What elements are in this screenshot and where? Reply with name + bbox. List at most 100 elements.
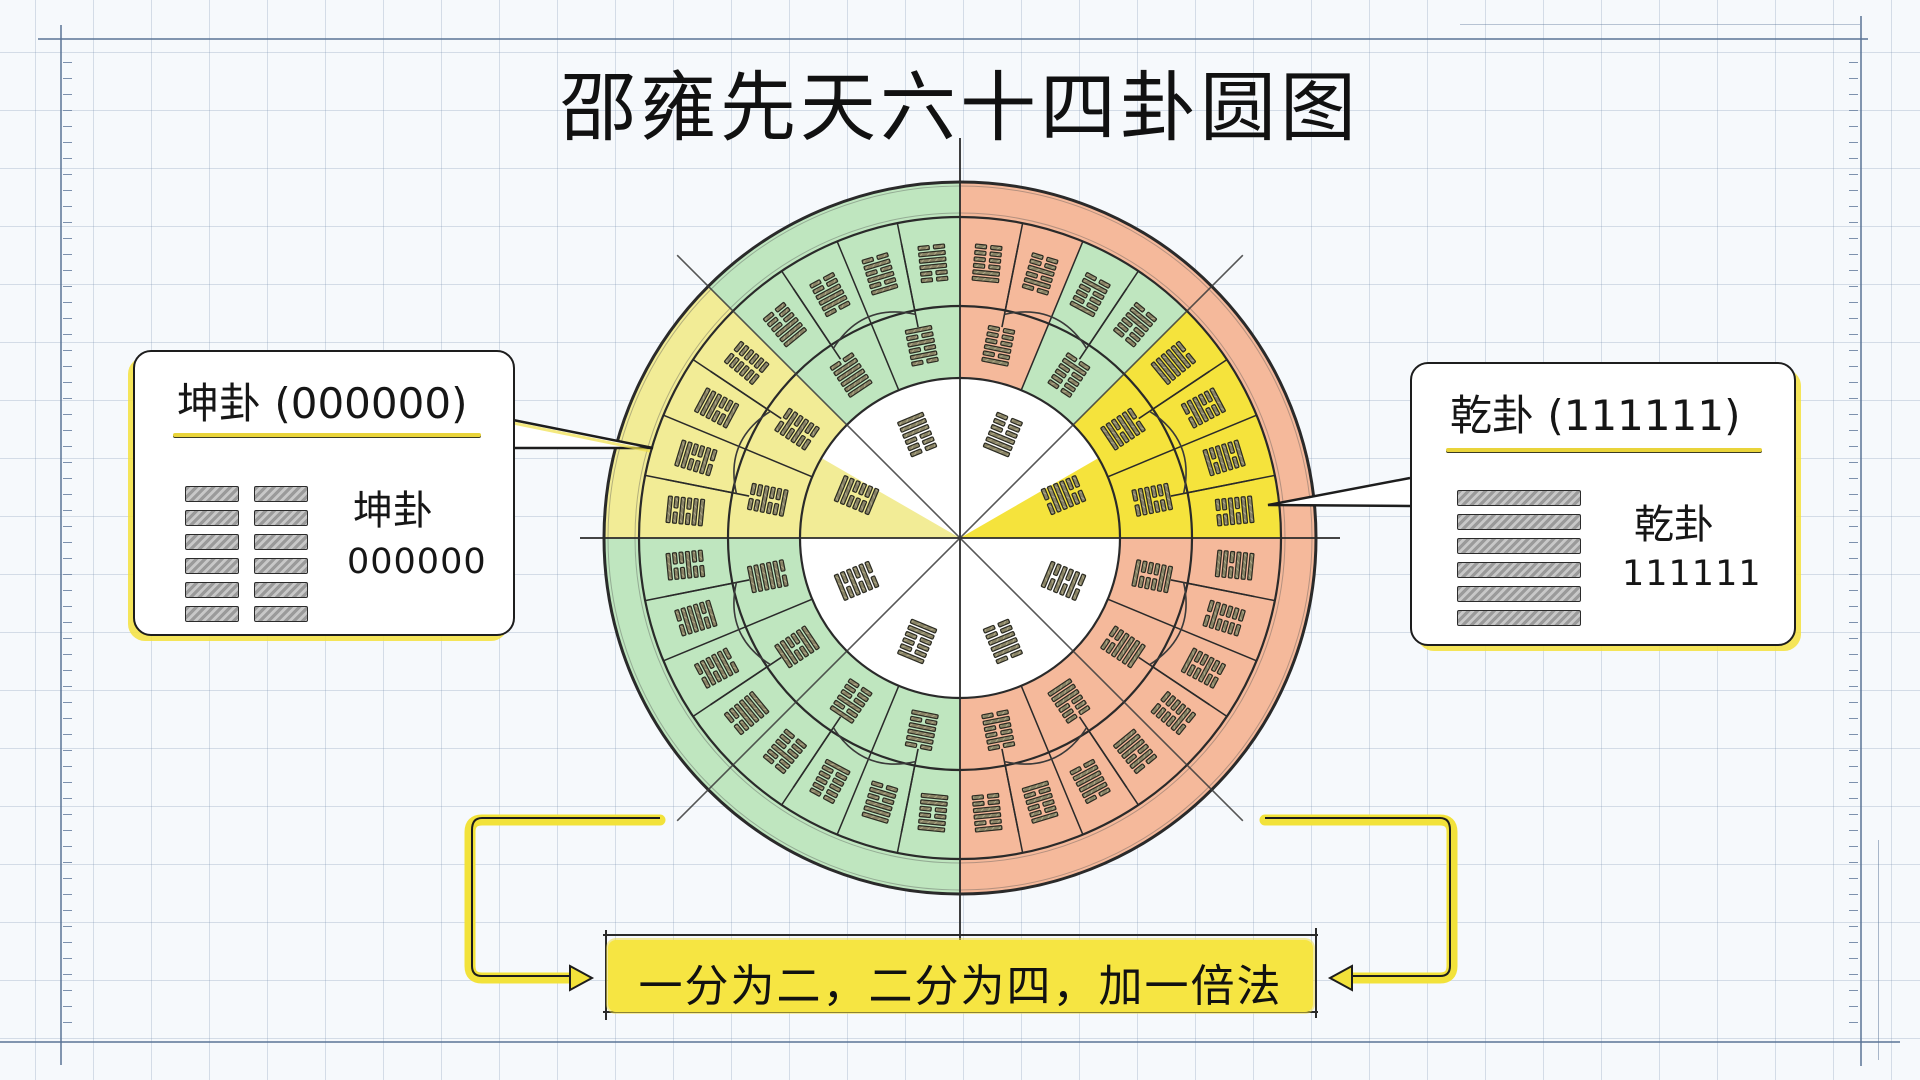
ruler-tick [1849, 862, 1858, 863]
ruler-tick [1849, 718, 1858, 719]
ruler-tick [63, 366, 72, 367]
hexagram-icon [1069, 272, 1111, 318]
ruler-tick [63, 302, 72, 303]
qian-callout: 乾卦 (111111) 乾卦 111111 [1410, 362, 1796, 646]
ruler-tick [63, 1006, 72, 1007]
yin-line-icon [254, 510, 308, 526]
yin-line-icon [185, 534, 239, 550]
ruler-tick [63, 430, 72, 431]
kun-callout-underline [173, 433, 481, 437]
ruler-tick [63, 398, 72, 399]
yin-line-icon [185, 486, 239, 502]
ruler-tick [1849, 702, 1858, 703]
hexagram-icon [694, 647, 740, 689]
arrow-icon [1170, 478, 1255, 497]
trigram-icon [982, 411, 1023, 458]
ruler-tick [1849, 526, 1858, 527]
ruler-tick [63, 622, 72, 623]
curved-arrow-icon [733, 410, 771, 494]
ruler-tick [63, 766, 72, 767]
hexagram-ring-octant [639, 311, 847, 538]
ruler-tick [63, 94, 72, 95]
banner-left-rule [605, 930, 607, 1020]
ruler-tick [1849, 958, 1858, 959]
frame-bottom [0, 1041, 1900, 1043]
ruler-tick [1849, 654, 1858, 655]
ruler-tick [63, 942, 72, 943]
ruler-tick [1849, 302, 1858, 303]
ruler-tick [63, 494, 72, 495]
ruler-tick [63, 718, 72, 719]
ruler-tick [1849, 814, 1858, 815]
right-callout-pointer [1267, 476, 1411, 508]
ruler-tick [1849, 974, 1858, 975]
ruler-tick [1849, 750, 1858, 751]
ruler-tick [63, 686, 72, 687]
ruler-tick [1849, 286, 1858, 287]
yang-line-icon [1457, 538, 1581, 554]
ruler-tick [63, 382, 72, 383]
trigram-icon [1040, 560, 1087, 601]
ruler-tick [1849, 990, 1858, 991]
hexagram-icon [665, 495, 706, 527]
ruler-tick [63, 846, 72, 847]
ruler-tick [1849, 590, 1858, 591]
yin-line-icon [254, 486, 308, 502]
diagonal-axis [676, 254, 1244, 822]
ruler-tick [1849, 94, 1858, 95]
hexagram-icon [724, 691, 770, 736]
hexagram-icon [981, 709, 1016, 752]
arrow-icon [1001, 748, 1020, 833]
hexagram-icon [746, 482, 789, 517]
arrow-icon [710, 656, 782, 706]
hexagram-icon [861, 780, 899, 824]
ruler-tick [63, 1022, 72, 1023]
hexagram-ring-octant [733, 651, 960, 859]
ruler-tick [1849, 606, 1858, 607]
ruler-tick [63, 478, 72, 479]
hexagram-ring-octant [733, 217, 960, 425]
banner-text: 一分为二，二分为四，加一倍法 [638, 961, 1283, 1012]
hexagram-icon [1180, 647, 1226, 689]
ruler-tick [63, 734, 72, 735]
outer-band-yellow [604, 286, 734, 538]
qian-callout-title: 乾卦 (111111) [1450, 391, 1741, 440]
hexagram-icon [762, 728, 807, 774]
trigram-icon [982, 618, 1023, 665]
ruler-tick [63, 254, 72, 255]
banner-right-rule [1315, 928, 1317, 1018]
hexagram-icon [1180, 387, 1226, 429]
ruler-tick [63, 606, 72, 607]
curved-arrow-icon [1149, 582, 1187, 666]
ruler-tick [1849, 174, 1858, 175]
kun-callout-title: 坤卦 (000000) [177, 379, 468, 428]
ruler-tick [1849, 478, 1858, 479]
ruler-tick [1849, 110, 1858, 111]
ruler-tick [1849, 318, 1858, 319]
ruler-tick [63, 206, 72, 207]
yang-line-icon [1457, 586, 1581, 602]
yin-line-icon [185, 510, 239, 526]
hexagram-icon [1131, 482, 1174, 517]
ruler-tick [63, 286, 72, 287]
trigram-icon [1040, 475, 1087, 516]
ruler-tick [63, 814, 72, 815]
ruler-tick [1849, 334, 1858, 335]
ruler-tick [1849, 798, 1858, 799]
ruler-tick [63, 78, 72, 79]
ruler-tick [1849, 126, 1858, 127]
hexagram-icon [917, 792, 949, 833]
frame-left [60, 25, 62, 1065]
banner-bottom-rule [603, 1011, 1318, 1013]
arrow-icon [1138, 370, 1210, 420]
ruler-tick [1849, 158, 1858, 159]
ruler-tick [63, 910, 72, 911]
ruler-tick [63, 110, 72, 111]
kun-name: 坤卦 [353, 488, 433, 534]
hexagram-icon [829, 678, 873, 724]
curved-arrow-icon [1149, 410, 1187, 494]
ruler-tick [1849, 78, 1858, 79]
hexagram-icon [1069, 758, 1111, 804]
ruler-tick [1849, 574, 1858, 575]
